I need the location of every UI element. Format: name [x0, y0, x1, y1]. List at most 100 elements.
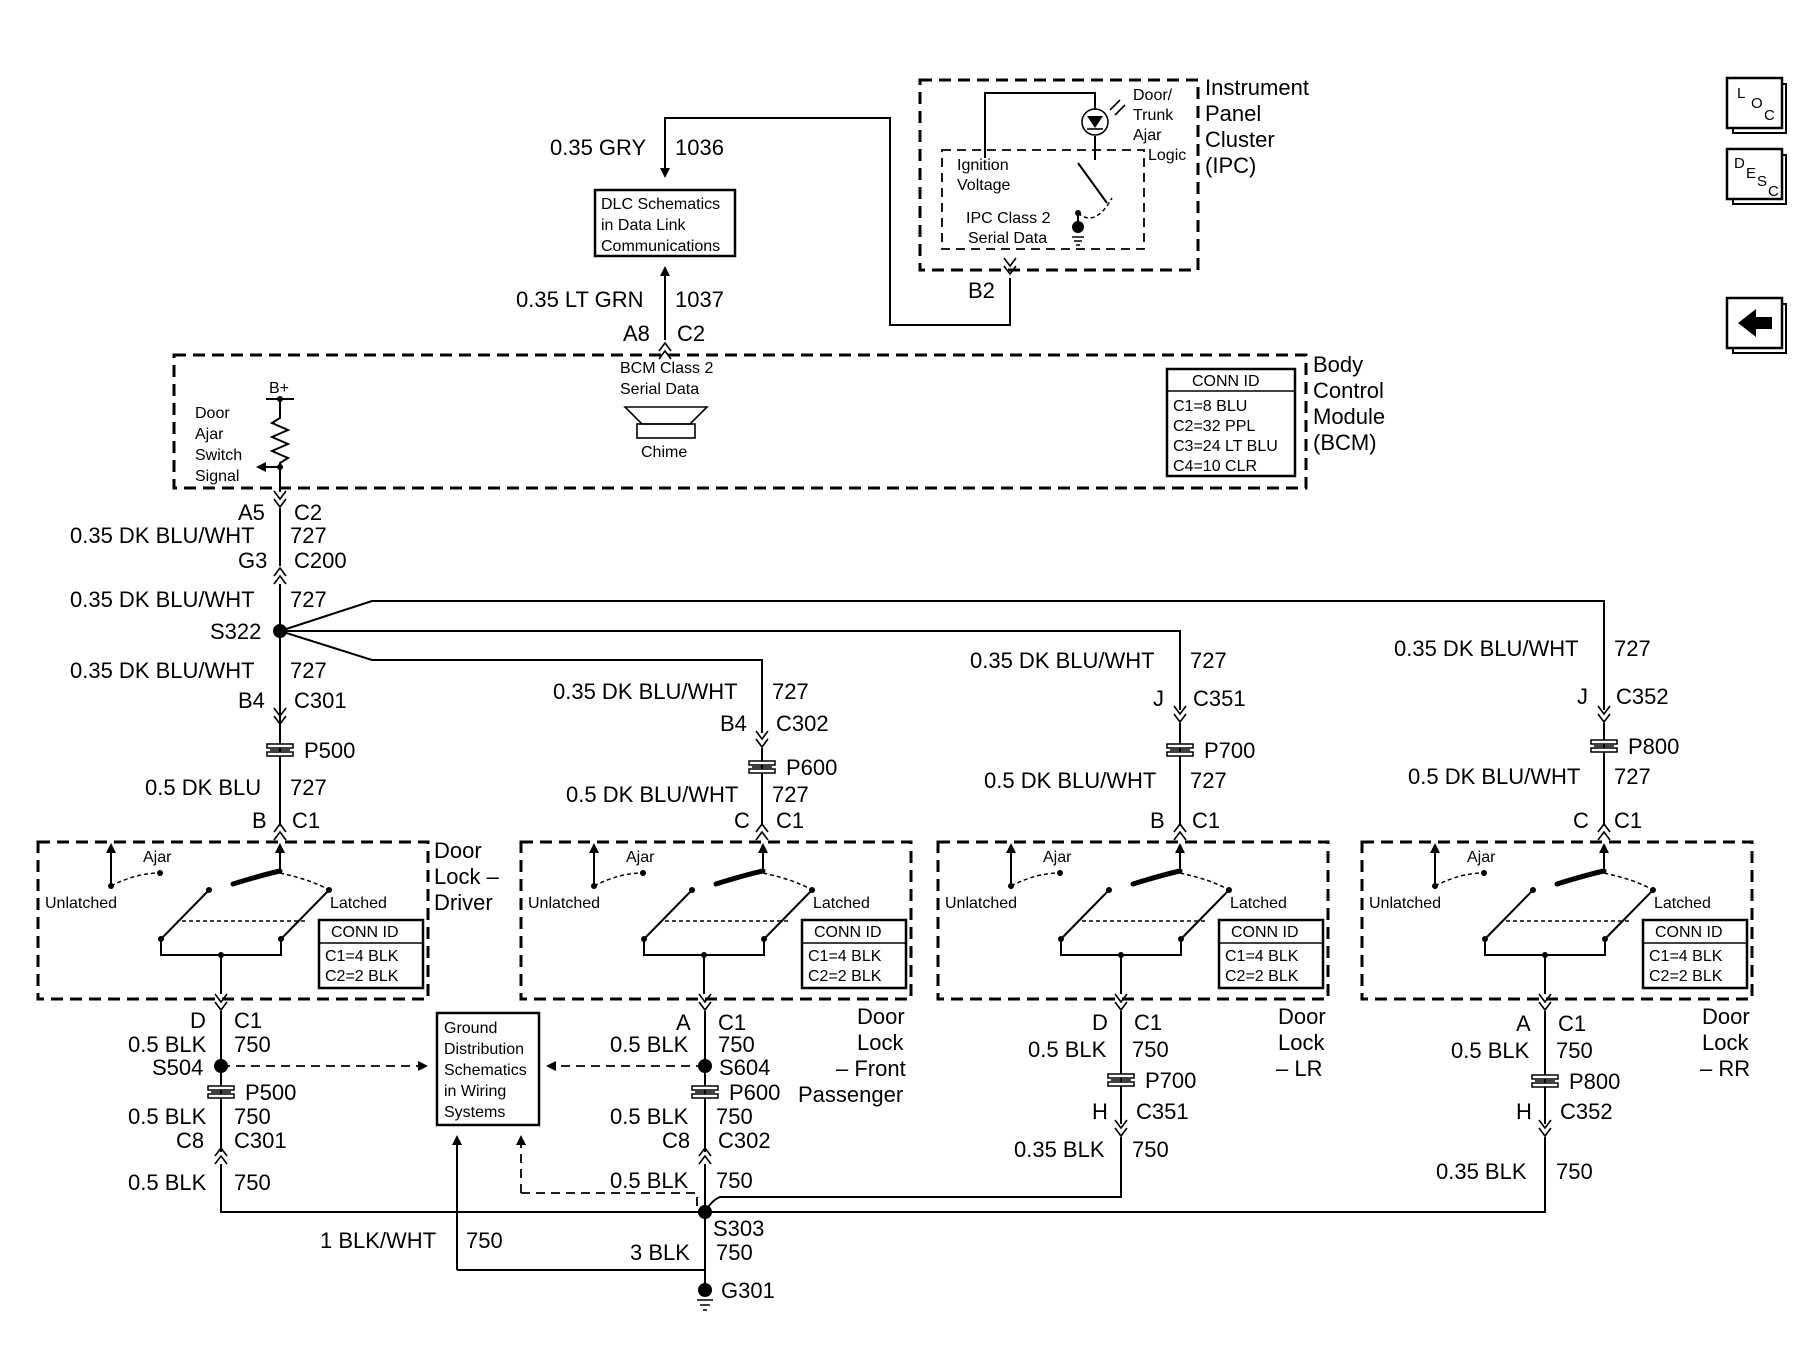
lock-outline	[1360, 840, 1754, 1001]
ipc-outline	[918, 78, 1200, 272]
svg-text:750: 750	[716, 1168, 753, 1193]
svg-text:CONN ID: CONN ID	[1231, 924, 1299, 941]
svg-text:C: C	[734, 808, 750, 833]
arrow-left-icon	[1738, 309, 1772, 337]
svg-text:C301: C301	[294, 688, 347, 713]
svg-text:B: B	[252, 808, 267, 833]
svg-text:C1: C1	[1134, 1010, 1162, 1035]
svg-text:P600: P600	[786, 755, 837, 780]
ground-rr: A C1 0.5 BLK 750 P800 H C352 0.35 BLK 75…	[705, 993, 1620, 1213]
main-conn1: C2	[294, 500, 322, 525]
svg-text:750: 750	[234, 1104, 271, 1129]
svg-text:0.5 DK BLU/WHT: 0.5 DK BLU/WHT	[984, 768, 1156, 793]
svg-text:0.5 BLK: 0.5 BLK	[610, 1104, 689, 1129]
svg-text:0.5 BLK: 0.5 BLK	[128, 1104, 207, 1129]
svg-text:Latched: Latched	[813, 895, 870, 912]
door-lock-lr-label: Door Lock – LR	[1276, 1004, 1332, 1081]
ipc-serial-data: IPC Class 2 Serial Data	[966, 210, 1055, 247]
branch-front-passenger: 0.35 DK BLU/WHT 727 B4 C302 P600 0.5 DK …	[553, 679, 837, 841]
svg-text:Latched: Latched	[1654, 895, 1711, 912]
svg-text:E: E	[1746, 165, 1756, 182]
svg-text:C1: C1	[718, 1010, 746, 1035]
lock-switch	[643, 889, 813, 940]
svg-text:750: 750	[1132, 1137, 1169, 1162]
svg-text:Ajar: Ajar	[626, 849, 655, 866]
svg-text:750: 750	[1556, 1159, 1593, 1184]
svg-text:J: J	[1577, 684, 1588, 709]
bcm-outline	[172, 353, 1308, 490]
svg-text:Unlatched: Unlatched	[528, 895, 600, 912]
svg-text:C302: C302	[718, 1128, 771, 1153]
svg-text:Ajar: Ajar	[143, 849, 172, 866]
svg-text:750: 750	[716, 1240, 753, 1265]
svg-text:Latched: Latched	[1230, 895, 1287, 912]
svg-text:727: 727	[290, 658, 327, 683]
bcm-conn-id-table: CONN ID C1=8 BLU C2=32 PPL C3=24 LT BLU …	[1165, 367, 1297, 478]
svg-text:750: 750	[234, 1170, 271, 1195]
svg-text:Unlatched: Unlatched	[45, 895, 117, 912]
svg-text:P700: P700	[1204, 738, 1255, 763]
svg-text:0.5 DK BLU/WHT: 0.5 DK BLU/WHT	[1408, 764, 1580, 789]
ipc-module: Door/ Trunk Ajar Logic Ignition Voltage …	[918, 75, 1309, 303]
svg-text:C1: C1	[1614, 808, 1642, 833]
pullup-resistor-icon	[266, 398, 294, 492]
ipc-ignition-voltage: Ignition Voltage	[957, 157, 1013, 194]
main-splice: S322	[210, 619, 261, 644]
svg-text:0.35 DK BLU/WHT: 0.35 DK BLU/WHT	[1394, 636, 1579, 661]
main-conn2: C200	[294, 548, 347, 573]
svg-text:727: 727	[1614, 764, 1651, 789]
lock-switch	[1060, 889, 1230, 940]
svg-text:J: J	[1153, 686, 1164, 711]
svg-text:0.5 DK BLU: 0.5 DK BLU	[145, 775, 261, 800]
branch-driver: 0.35 DK BLU/WHT 727 B4 C301 P500 0.5 DK …	[70, 658, 355, 841]
ground-s303-g301: S303 1 BLK/WHT 750 3 BLK 750 G301	[320, 1205, 775, 1311]
svg-text:0.35 BLK: 0.35 BLK	[1436, 1159, 1527, 1184]
ground-symbol-icon	[697, 1299, 713, 1311]
wire-branch-lr	[280, 630, 1181, 710]
dlc-schematics-box[interactable]: DLC Schematics in Data Link Communicatio…	[593, 188, 737, 258]
ipc-pin: B2	[968, 278, 995, 303]
led-icon	[1081, 99, 1126, 136]
bcm-module: BCM Class 2 Serial Data Chime B+ Door Aj…	[172, 352, 1385, 492]
svg-text:P700: P700	[1145, 1068, 1196, 1093]
location-button[interactable]: L O C	[1725, 76, 1787, 134]
svg-text:S: S	[1757, 173, 1767, 190]
svg-text:0.35 DK BLU/WHT: 0.35 DK BLU/WHT	[70, 658, 255, 683]
svg-text:A: A	[1516, 1011, 1531, 1036]
lock-lever	[713, 868, 766, 887]
svg-text:D: D	[190, 1008, 206, 1033]
back-button[interactable]	[1725, 296, 1787, 354]
svg-text:C352: C352	[1616, 684, 1669, 709]
lock-switch	[160, 889, 330, 940]
svg-text:727: 727	[772, 679, 809, 704]
svg-text:750: 750	[466, 1228, 503, 1253]
ground-distribution-box[interactable]: Ground Distribution Schematics in Wiring…	[435, 1011, 541, 1127]
svg-text:0.5 BLK: 0.5 BLK	[610, 1032, 689, 1057]
svg-text:1 BLK/WHT: 1 BLK/WHT	[320, 1228, 436, 1253]
svg-text:0.5 BLK: 0.5 BLK	[1028, 1037, 1107, 1062]
svg-text:0.5 BLK: 0.5 BLK	[128, 1170, 207, 1195]
svg-text:Ajar: Ajar	[1467, 849, 1496, 866]
dlc-circuit-top: 1036	[675, 135, 724, 160]
svg-text:C8: C8	[662, 1128, 690, 1153]
description-button[interactable]: D E S C	[1725, 147, 1787, 205]
lock-outline	[519, 840, 913, 1001]
lock-outline	[936, 840, 1330, 1001]
svg-text:P600: P600	[729, 1080, 780, 1105]
door-lock-front-passenger-label: Door Lock – Front Passenger	[798, 1004, 912, 1107]
svg-text:P500: P500	[304, 738, 355, 763]
svg-text:O: O	[1751, 95, 1763, 112]
svg-text:Unlatched: Unlatched	[1369, 895, 1441, 912]
svg-text:D: D	[1734, 155, 1745, 172]
svg-text:C8: C8	[176, 1128, 204, 1153]
ipc-door-ajar-logic: Door/ Trunk Ajar Logic	[1133, 87, 1186, 164]
svg-text:C: C	[1768, 183, 1779, 200]
svg-text:3 BLK: 3 BLK	[630, 1240, 690, 1265]
svg-text:B4: B4	[238, 688, 265, 713]
